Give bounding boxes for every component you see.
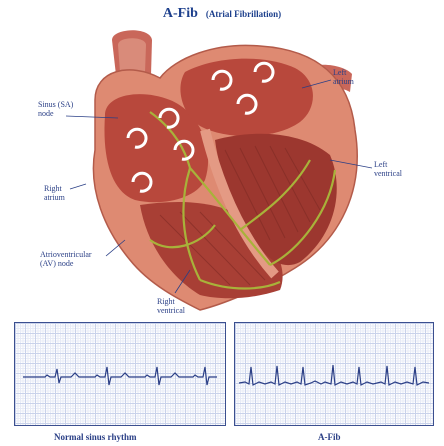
left-atrium-chamber xyxy=(180,59,313,136)
ecg-caption-afib: A-Fib xyxy=(318,432,341,442)
label-sa-node-line1: Sinus (SA) xyxy=(38,100,73,109)
ecg-caption-normal: Normal sinus rhythm xyxy=(54,432,137,442)
ecg-strip-normal xyxy=(14,322,226,426)
label-right-ventricle: Right ventrical xyxy=(157,297,185,315)
ecg-strip-afib xyxy=(234,322,434,426)
label-sa-node-line2: node xyxy=(38,109,73,118)
label-left-atrium: Left atrium xyxy=(333,68,354,86)
label-av-node-line1: Atrioventricular xyxy=(40,250,92,259)
label-right-ventricle-line1: Right xyxy=(157,297,185,306)
label-sa-node: Sinus (SA) node xyxy=(38,100,73,118)
label-av-node: Atrioventricular (AV) node xyxy=(40,250,92,268)
label-right-atrium: Right atrium xyxy=(44,184,65,202)
label-av-node-line2: (AV) node xyxy=(40,259,92,268)
label-left-ventricle-line1: Left xyxy=(374,160,402,169)
label-left-atrium-line2: atrium xyxy=(333,77,354,86)
label-left-ventricle-line2: ventrical xyxy=(374,169,402,178)
ecg-trace-normal xyxy=(15,323,225,425)
label-left-ventricle: Left ventrical xyxy=(374,160,402,178)
label-left-atrium-line1: Left xyxy=(333,68,354,77)
label-right-atrium-line1: Right xyxy=(44,184,65,193)
label-right-ventricle-line2: ventrical xyxy=(157,306,185,315)
ecg-trace-afib xyxy=(235,323,433,425)
label-right-atrium-line2: atrium xyxy=(44,193,65,202)
